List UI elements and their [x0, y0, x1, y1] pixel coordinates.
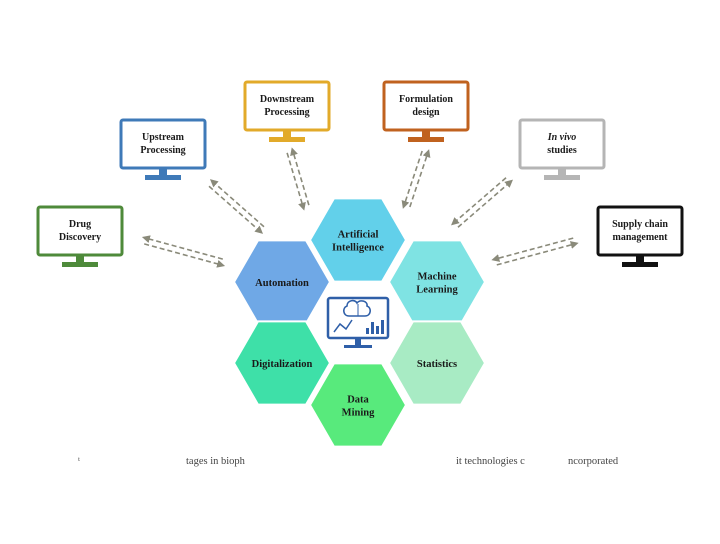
- hexagon-label: Mining: [342, 408, 375, 419]
- monitor-label: In vivo: [547, 132, 577, 143]
- monitor-supply-chain-management: Supply chain management: [596, 205, 684, 267]
- icon-stand: [344, 345, 372, 348]
- hexagon-label: Intelligence: [332, 243, 384, 254]
- monitor-label: management: [613, 232, 669, 243]
- caption-fragment-3: it technologies c: [456, 456, 525, 467]
- monitor-screen: [119, 118, 207, 170]
- monitor-in-vivo-studies: In vivo studies: [518, 118, 606, 180]
- bar-chart-icon-bar: [376, 326, 379, 334]
- monitor-neck: [283, 131, 291, 137]
- caption-fragment-1: ᵗ: [78, 456, 81, 467]
- connector-arrow-1: [141, 235, 226, 268]
- figure-caption: ᵗ tages in bioph it technologies c ncorp…: [0, 456, 720, 474]
- bar-chart-icon-bar: [371, 322, 374, 334]
- hexagon-automation: Automation: [232, 239, 332, 325]
- monitor-label: Formulation: [399, 94, 453, 105]
- monitor-stand: [408, 137, 444, 142]
- hexagon-shape: [232, 320, 332, 406]
- brain-icon: [343, 299, 371, 317]
- hexagon-statistics: Statistics: [387, 320, 487, 406]
- icon-neck: [355, 339, 361, 345]
- monitor-screen: [518, 118, 606, 170]
- caption-fragment-2: tages in bioph: [186, 456, 245, 467]
- hexagon-label: Data: [347, 395, 369, 406]
- hexagon-label: Machine: [417, 272, 456, 283]
- center-hexagon: [313, 283, 403, 361]
- connector-arrow-5: [451, 177, 513, 228]
- hexagon-label: Statistics: [417, 359, 457, 370]
- hexagon-label: Learning: [416, 285, 458, 296]
- monitor-screen: [243, 80, 331, 132]
- connector-arrow-3: [286, 147, 310, 211]
- monitor-stand: [145, 175, 181, 180]
- monitor-label: Discovery: [59, 232, 101, 243]
- arrow-outbound: [290, 147, 310, 206]
- bar-chart-icon-bar: [366, 328, 369, 334]
- monitor-neck: [636, 256, 644, 262]
- connector-arrows: [141, 147, 579, 268]
- monitor-stand: [544, 175, 580, 180]
- brain-monitor-icon: [326, 296, 390, 348]
- arrow-outbound: [496, 241, 579, 266]
- monitor-label: studies: [547, 145, 577, 156]
- monitor-stand: [269, 137, 305, 142]
- monitor-label: Supply chain: [612, 219, 668, 230]
- hexagon-label: Artificial: [338, 230, 379, 241]
- connector-arrow-2: [208, 179, 265, 234]
- monitor-label: Processing: [140, 145, 185, 156]
- monitor-label: design: [412, 107, 440, 118]
- connector-arrow-6: [491, 237, 579, 266]
- monitor-stand: [62, 262, 98, 267]
- monitor-neck: [76, 256, 84, 262]
- monitor-screen: [36, 205, 124, 257]
- monitor-neck: [422, 131, 430, 137]
- hexagon-shape: [308, 362, 408, 448]
- trend-line-icon: [333, 319, 353, 333]
- monitor-label: Processing: [264, 107, 309, 118]
- monitor-screen: [596, 205, 684, 257]
- arrow-inbound: [491, 237, 574, 262]
- arrow-inbound: [286, 152, 306, 211]
- connector-arrow-4: [401, 149, 431, 209]
- arrow-outbound: [141, 235, 223, 260]
- monitor-label: Upstream: [142, 132, 185, 143]
- arrow-inbound: [144, 243, 226, 268]
- arrow-outbound: [457, 179, 513, 228]
- arrow-inbound: [451, 177, 507, 226]
- hexagon-label: Digitalization: [252, 359, 313, 370]
- hexagon-shape: [387, 320, 487, 406]
- monitor-neck: [558, 169, 566, 175]
- arrow-inbound: [208, 185, 264, 234]
- monitor-label: Downstream: [260, 94, 315, 105]
- arrow-inbound: [401, 150, 423, 209]
- arrow-outbound: [409, 149, 431, 208]
- monitor-stand: [622, 262, 658, 267]
- arrow-outbound: [209, 179, 265, 228]
- process-stage-monitors: DrugDiscoveryUpstreamProcessingDownstrea…: [36, 80, 684, 267]
- hexagon-label: Automation: [255, 278, 309, 289]
- monitor-label: Drug: [69, 219, 91, 230]
- hexagon-digitalization: Digitalization: [232, 320, 332, 406]
- bar-chart-icon-bar: [381, 320, 384, 334]
- monitor-formulation-design: Formulation design: [382, 80, 470, 142]
- hexagon-shape: [308, 197, 408, 283]
- monitor-screen: [382, 80, 470, 132]
- caption-fragment-4: ncorporated: [568, 456, 619, 467]
- monitor-neck: [159, 169, 167, 175]
